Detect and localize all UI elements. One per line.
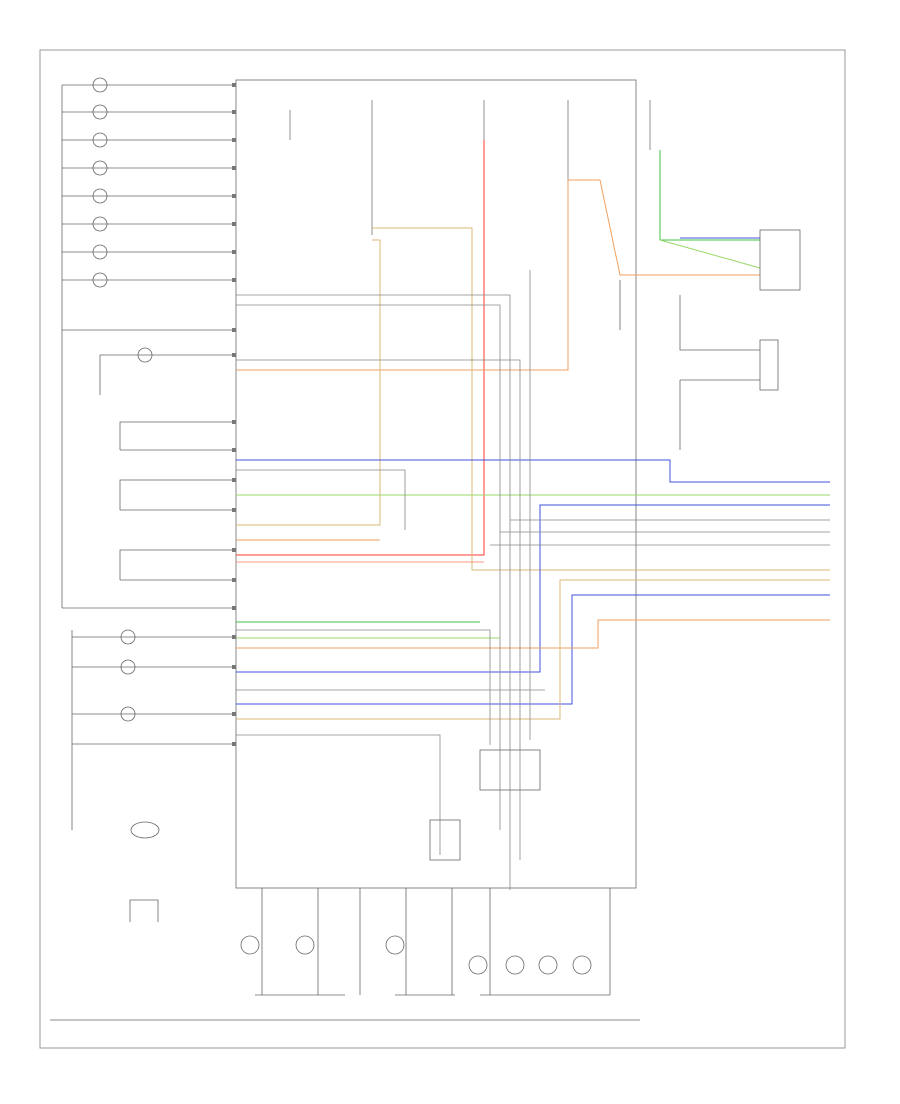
illumination-group	[50, 888, 640, 1021]
gauge-cluster-box	[235, 79, 637, 889]
outer-frame	[39, 49, 846, 1049]
right-components	[429, 229, 801, 861]
pin-markers	[232, 83, 236, 746]
wires	[236, 140, 830, 720]
fuse-feeds	[289, 100, 651, 235]
gray-harness	[236, 270, 830, 890]
indicator-column	[61, 77, 236, 922]
